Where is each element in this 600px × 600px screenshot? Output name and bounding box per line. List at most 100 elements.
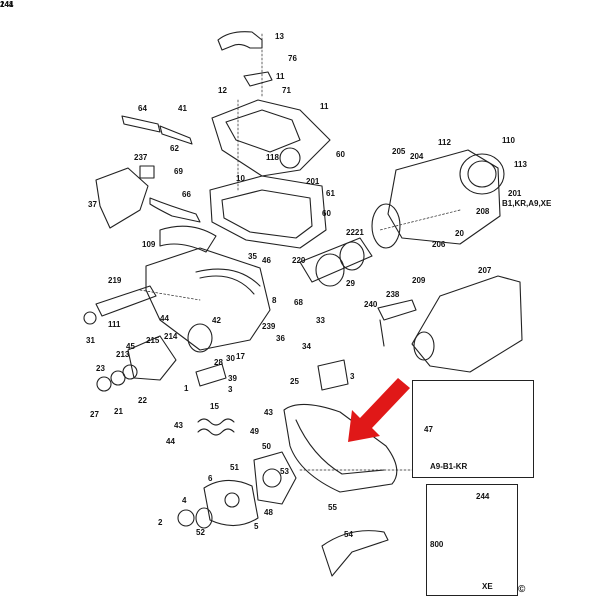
part-number-label: 201 (306, 177, 320, 186)
part-number-label: 11 (320, 102, 329, 111)
part-number-label: 20 (455, 229, 464, 238)
part-number-label: 141 (0, 0, 14, 9)
part-number-label: 111 (108, 320, 121, 329)
inset-label-a9: A9-B1-KR (430, 462, 468, 471)
plate-51 (253, 451, 297, 505)
part-number-label: 60 (322, 209, 331, 218)
ring-207 (371, 203, 401, 249)
part-number-label: 2 (158, 518, 163, 527)
part-number-label: 61 (326, 189, 335, 198)
part-number-label: 42 (212, 316, 221, 325)
part-number-label: 44 (166, 437, 175, 446)
part-number-label: 800 (430, 540, 444, 549)
motor-housing (209, 175, 327, 249)
shaft-42 (95, 285, 157, 317)
part-number-label: 37 (88, 200, 97, 209)
part-number-label: 244 (476, 492, 490, 501)
guard-109 (159, 225, 217, 253)
part-number-label: 76 (288, 54, 297, 63)
disc-48 (203, 479, 259, 527)
part-number-label: 45 (126, 342, 135, 351)
spring-44 (197, 418, 235, 426)
part-number-label: 214 (164, 332, 178, 341)
part-number-label: 201 (508, 189, 522, 198)
part-number-label: 21 (114, 407, 123, 416)
part-number-label: 36 (276, 334, 285, 343)
part-number-label: 238 (386, 290, 400, 299)
arm-casting (145, 247, 271, 351)
part-number-label: 55 (328, 503, 337, 512)
small-part-237 (139, 165, 155, 179)
part-number-label: 30 (226, 354, 235, 363)
part-number-label: 29 (346, 279, 355, 288)
blade-guard (283, 403, 398, 493)
part-number-label: 47 (424, 425, 433, 434)
part-number-label: 52 (196, 528, 205, 537)
part-number-label: 15 (210, 402, 219, 411)
part-number-label: 208 (476, 207, 490, 216)
part-number-label: 62 (170, 144, 179, 153)
part-number-label: 34 (302, 342, 311, 351)
inset-box-xe (426, 484, 518, 596)
part-number-label: 12 (218, 86, 227, 95)
part-number-label: 28 (214, 358, 223, 367)
inset-label-xe: XE (482, 582, 493, 591)
part-number-label: 2221 (346, 228, 364, 237)
part-number-label: 215 (146, 336, 160, 345)
motor-fan (459, 153, 505, 195)
highlight-arrow (348, 378, 410, 442)
part-number-label: 43 (174, 421, 183, 430)
inset-box-a9 (412, 380, 534, 478)
part-number-label: 112 (438, 138, 451, 147)
part-number-label: 239 (262, 322, 276, 331)
part-number-label: 68 (294, 298, 303, 307)
part-number-label: 46 (262, 256, 271, 265)
part-number-label: 110 (502, 136, 515, 145)
part-number-label: 44 (160, 314, 169, 323)
block-25 (317, 359, 349, 391)
part-number-label: 60 (336, 150, 345, 159)
part-number-label: 3 (350, 372, 355, 381)
part-number-label: 43 (264, 408, 273, 417)
copyright-mark: © (518, 584, 526, 595)
part-number-label: 244 (0, 0, 14, 9)
part-number-label: 71 (282, 86, 291, 95)
wrench-800 (321, 530, 389, 577)
armature (299, 237, 373, 283)
handle-part (217, 31, 263, 51)
part-number-label: 31 (86, 336, 95, 345)
part-number-label: 33 (316, 316, 325, 325)
part-number-label: 13 (275, 32, 284, 41)
part-number-label: 213 (116, 350, 130, 359)
part-number-label: 54 (344, 530, 353, 539)
part-number-label: 109 (142, 240, 156, 249)
part-number-label: 209 (412, 276, 426, 285)
part-number-label: 118 (266, 153, 279, 162)
part-number-label: B1,KR,A9,XE (502, 199, 552, 208)
part-number-label: 204 (410, 152, 424, 161)
part-number-label: 3 (228, 385, 233, 394)
part-number-label: 1 (184, 384, 189, 393)
part-number-label: 205 (392, 147, 406, 156)
dust-bag (411, 275, 523, 373)
part-number-label: 11 (276, 72, 285, 81)
part-number-label: 113 (514, 160, 527, 169)
part-number-label: 240 (364, 300, 378, 309)
part-number-label: 51 (230, 463, 239, 472)
part-number-label: 27 (90, 410, 99, 419)
part-number-label: 5 (254, 522, 259, 531)
part-number-label: 237 (134, 153, 148, 162)
part-number-label: 8 (272, 296, 277, 305)
part-number-label: 66 (182, 190, 191, 199)
part-number-label: 69 (174, 167, 183, 176)
part-number-label: 41 (178, 104, 187, 113)
part-number-label: 220 (292, 256, 306, 265)
part-number-label: 50 (262, 442, 271, 451)
part-number-label: 10 (236, 174, 245, 183)
part-number-label: 4 (182, 496, 187, 505)
part-number-label: 64 (138, 104, 147, 113)
part-number-label: 219 (108, 276, 122, 285)
part-number-label: 17 (236, 352, 245, 361)
